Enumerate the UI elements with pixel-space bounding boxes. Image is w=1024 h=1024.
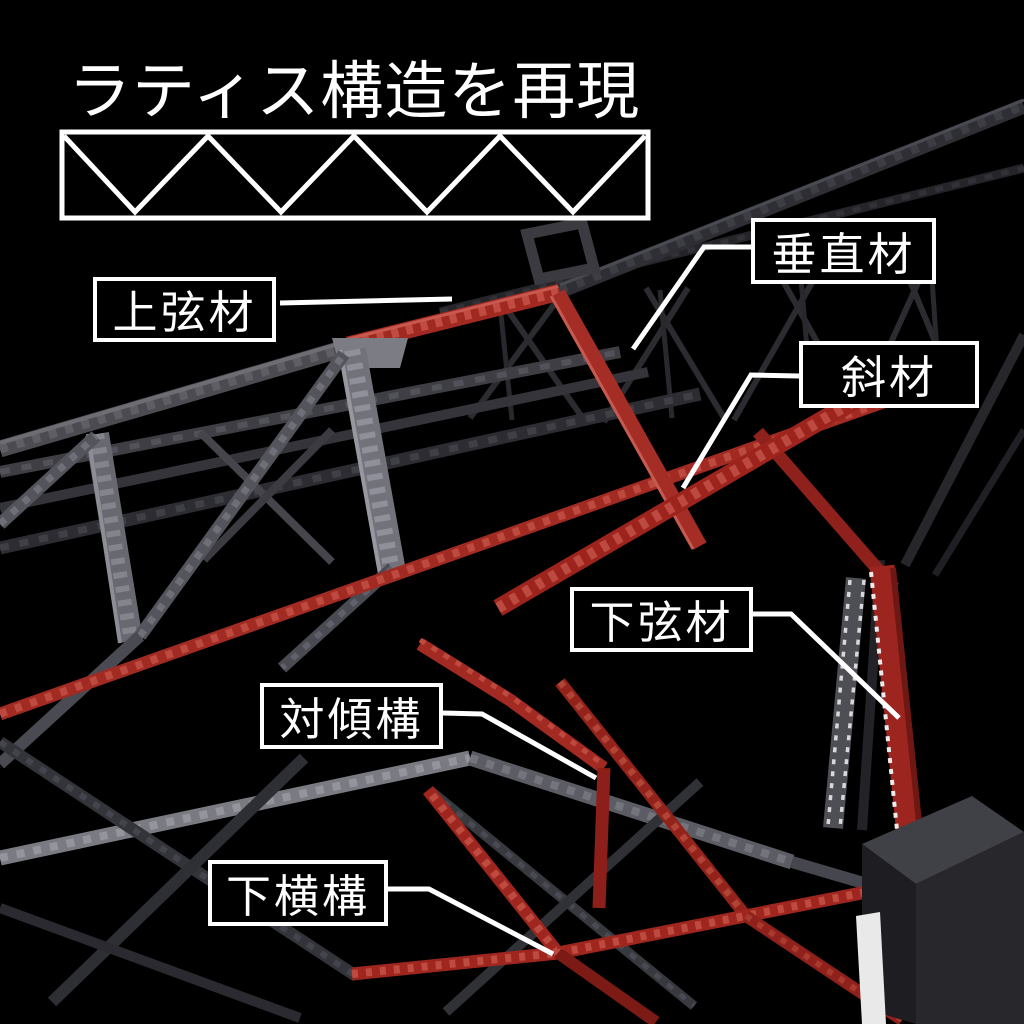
page-title: ラティス構造を再現 (68, 57, 641, 127)
label-diagonal-member-text: 斜材 (840, 352, 937, 403)
label-diagonal-member: 斜材 (799, 341, 979, 408)
label-lower-lateral-bracing-text: 下横構 (225, 870, 370, 922)
leader-diagonal-member (680, 372, 800, 490)
far-structure (438, 163, 1024, 831)
lower-chord-red (0, 387, 909, 721)
label-lower-chord-text: 下弦材 (589, 597, 734, 648)
diagonal-member-red (493, 362, 913, 616)
label-sway-bracing: 対傾構 (260, 683, 443, 749)
bottom-bracing-gray (0, 736, 704, 1023)
pier-white-face (856, 912, 886, 1024)
portal-frame (520, 216, 601, 286)
upper-chord-red-segment (345, 282, 567, 354)
label-sway-bracing-text: 対傾構 (279, 693, 424, 745)
upper-chord-member (0, 337, 355, 458)
leader-lower-chord (753, 611, 901, 720)
sway-bracing-red (416, 637, 751, 920)
leader-vertical-member (630, 244, 751, 351)
label-lower-chord: 下弦材 (570, 587, 753, 652)
label-lower-lateral-bracing: 下横構 (208, 860, 388, 926)
truss-posts (85, 338, 408, 644)
pier-block (856, 796, 1024, 1024)
truss-pattern-diagram (59, 129, 651, 221)
label-vertical-member: 垂直材 (751, 218, 936, 284)
label-upper-chord-text: 上弦材 (112, 287, 257, 338)
leader-lines (279, 244, 901, 957)
leader-upper-chord (279, 296, 453, 306)
label-upper-chord: 上弦材 (93, 277, 276, 342)
label-vertical-member-text: 垂直材 (771, 228, 916, 280)
upper-chord-far-segment (557, 98, 1024, 298)
leader-sway-bracing (442, 710, 598, 781)
end-post-red (869, 564, 923, 836)
leader-lower-lateral (388, 886, 555, 957)
laced-end-tower (823, 577, 866, 829)
